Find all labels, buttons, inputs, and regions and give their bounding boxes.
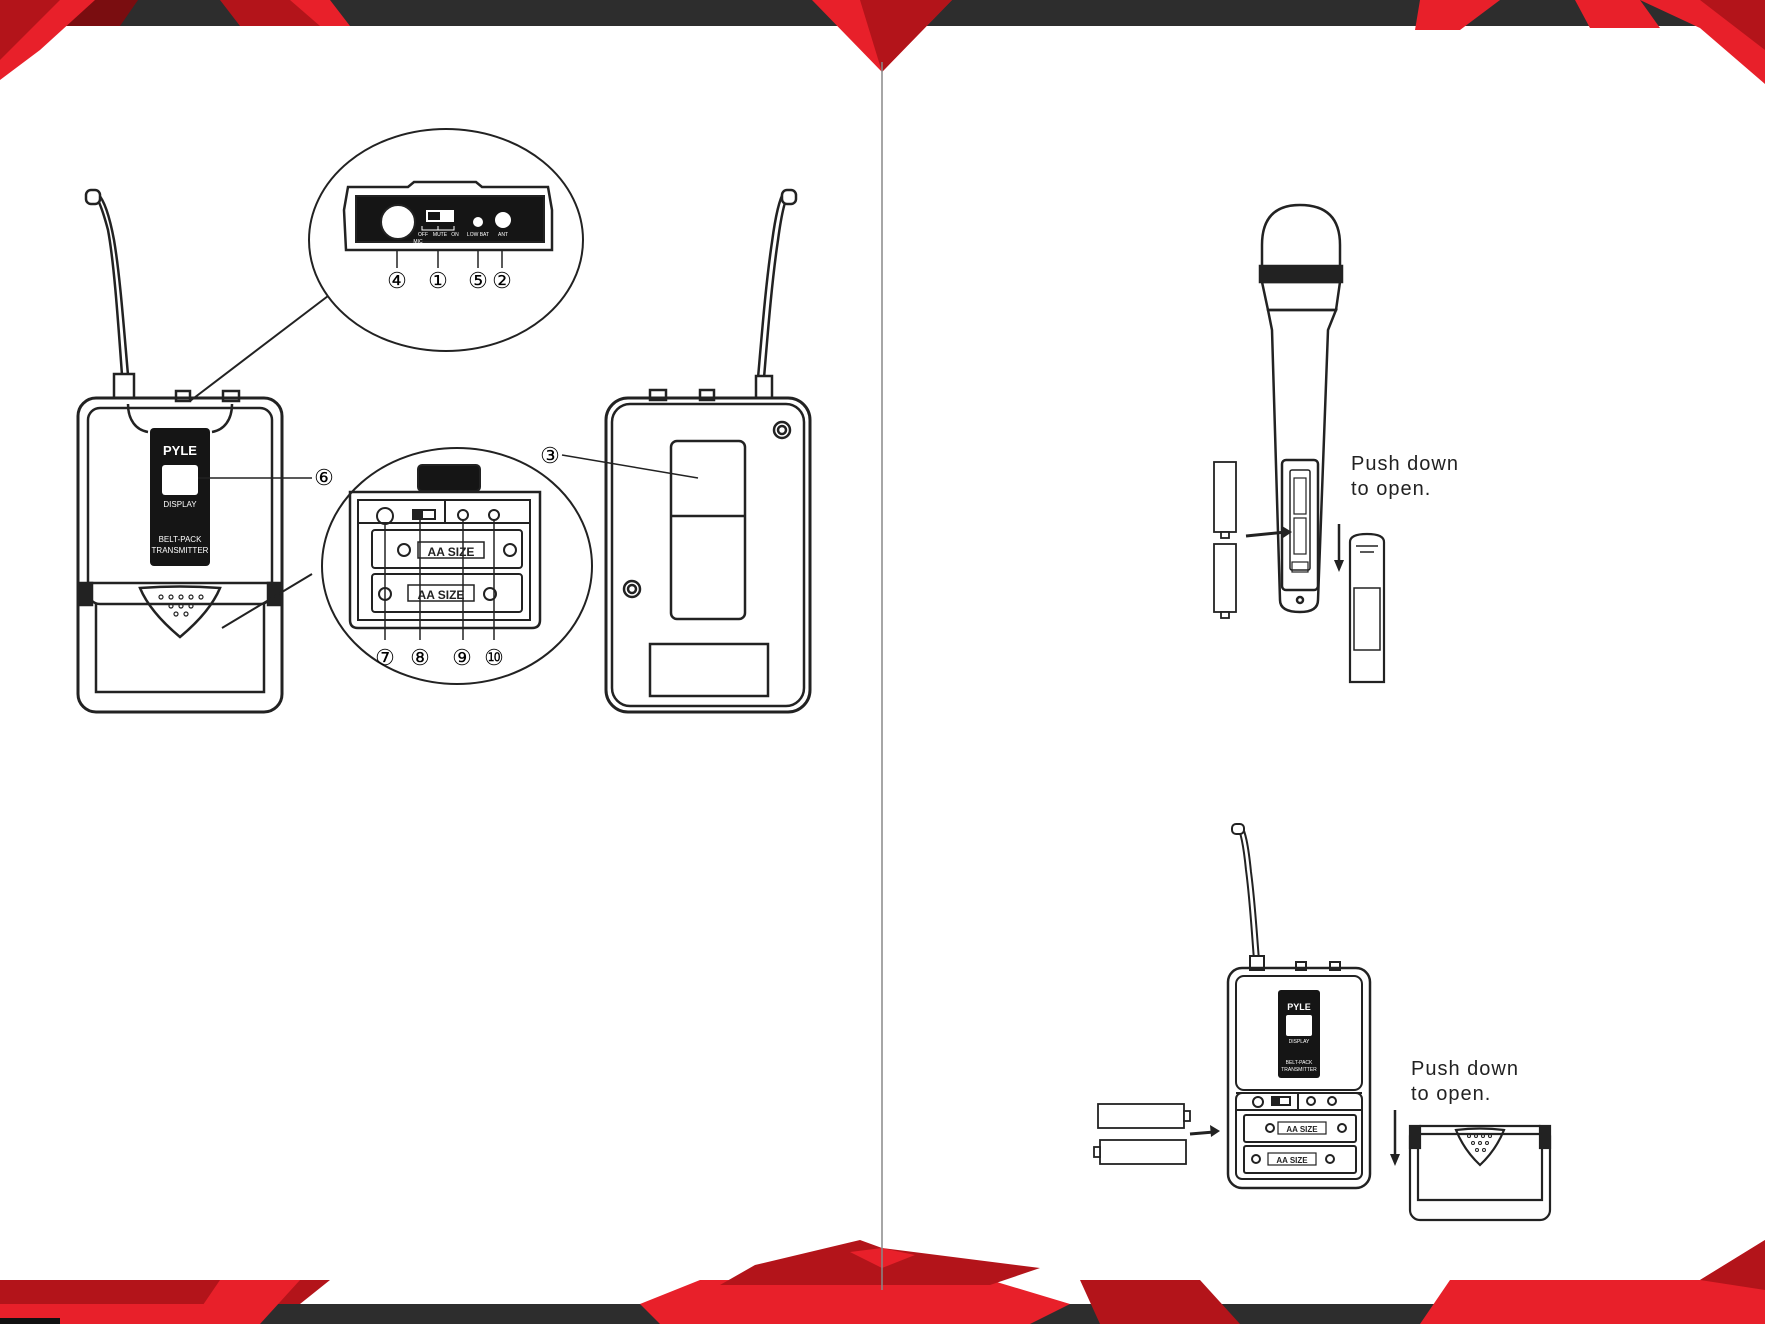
callout-10: ⑩ [484, 645, 504, 670]
callout-4: ④ [387, 268, 407, 293]
battery-label-2: AA SIZE [418, 588, 465, 602]
down-arrow-handheld [1334, 524, 1344, 572]
label-ant: ANT [498, 232, 508, 238]
handheld-instruction-line2: to open. [1351, 478, 1431, 500]
callout-2: ② [492, 268, 512, 293]
brand-logo: PYLE [163, 443, 197, 458]
handheld-battery-cover [1350, 534, 1384, 682]
beltpack-label-line2: TRANSMITTER [152, 546, 209, 555]
callout-leaders-bottom [385, 516, 494, 640]
callout-3: ③ [540, 443, 560, 468]
insert-arrow-beltpack [1190, 1125, 1220, 1137]
battery-magnifier [222, 448, 592, 684]
insert-arrow-handheld [1246, 526, 1292, 538]
beltpack-instruction-line1: Push down [1411, 1058, 1519, 1080]
beltpack-small-line2: TRANSMITTER [1281, 1067, 1317, 1073]
label-off: OFF [418, 232, 428, 238]
callout-8: ⑧ [410, 645, 430, 670]
callout-7: ⑦ [375, 645, 395, 670]
callout-6: ⑥ [314, 465, 334, 490]
display-label-small: DISPLAY [1289, 1039, 1310, 1045]
beltpack-batteries [1094, 1104, 1190, 1164]
top-panel-magnifier [190, 129, 583, 401]
callout-9: ⑨ [452, 645, 472, 670]
label-on: ON [451, 232, 459, 238]
battery-label-small-1: AA SIZE [1286, 1125, 1318, 1134]
beltpack-battery-cover [1410, 1126, 1550, 1220]
beltpack-back [606, 190, 810, 712]
label-mute: MUTE [433, 232, 448, 238]
display-label: DISPLAY [163, 500, 197, 509]
beltpack-label-line1: BELT-PACK [159, 535, 202, 544]
callout-1: ① [428, 268, 448, 293]
battery-label-small-2: AA SIZE [1276, 1156, 1308, 1165]
handheld-batteries [1214, 462, 1236, 618]
callout-5: ⑤ [468, 268, 488, 293]
handheld-microphone [1260, 205, 1342, 612]
brand-logo-small: PYLE [1287, 1002, 1311, 1012]
down-arrow-beltpack [1390, 1110, 1400, 1166]
label-lowbat: LOW BAT [467, 232, 489, 238]
callout-3-leader [562, 455, 698, 478]
callout-leaders-top [397, 250, 502, 268]
battery-label-1: AA SIZE [428, 545, 475, 559]
label-mic: MIC [413, 239, 423, 245]
beltpack-small-line1: BELT-PACK [1286, 1060, 1313, 1066]
handheld-instruction-line1: Push down [1351, 453, 1459, 475]
beltpack-instruction-line2: to open. [1411, 1083, 1491, 1105]
